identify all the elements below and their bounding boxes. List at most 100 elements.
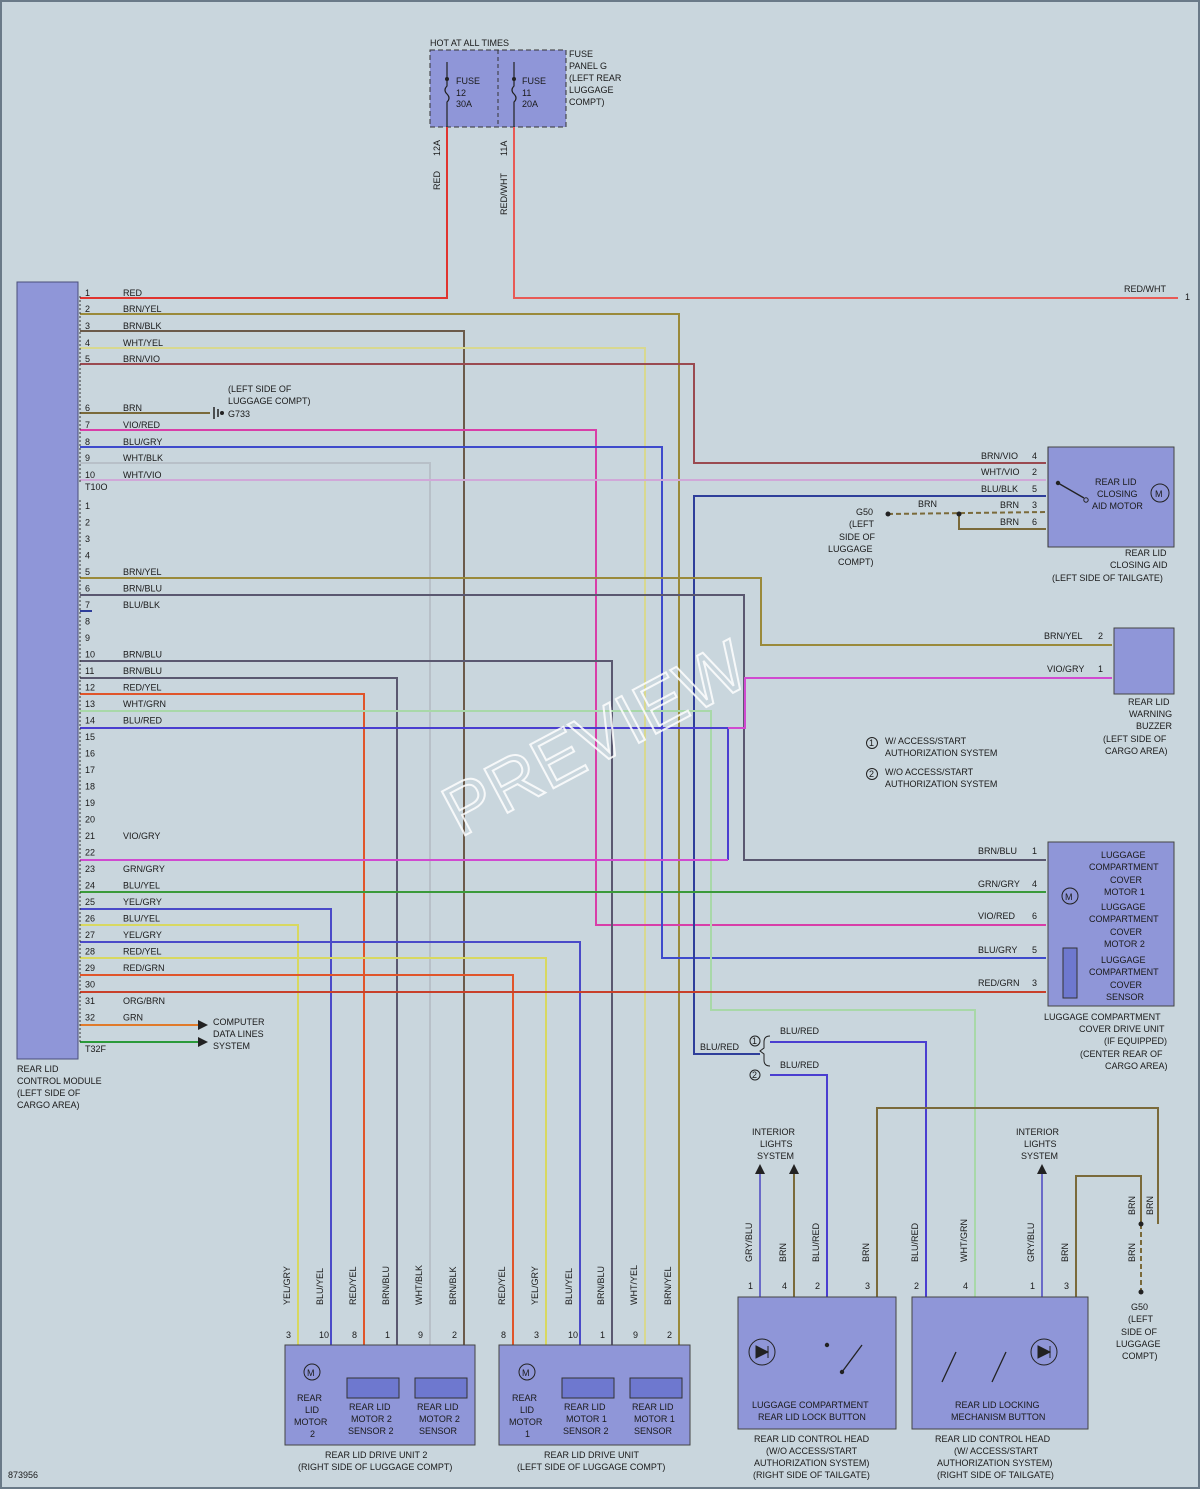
wire-brn-cap-6: [958, 514, 1046, 530]
wire-brn-blk-t10-3: [80, 330, 465, 1345]
du1-pin-wire: RED/YEL: [497, 1266, 507, 1305]
wire-vio-gry-buzzer: [728, 677, 1112, 729]
cover-motor1-4: MOTOR 1: [1104, 887, 1145, 897]
cover-unit-pin-wire: RED/GRN: [978, 978, 1020, 988]
head-wo-pin-wire: BLU/RED: [811, 1222, 821, 1262]
interior-lights-right-3: SYSTEM: [1021, 1151, 1058, 1161]
du1-s1-1: REAR LID: [564, 1402, 606, 1412]
buzzer-pin-wire: BRN/YEL: [1044, 631, 1083, 641]
du2-pin-wire: RED/YEL: [348, 1266, 358, 1305]
module-pin-number: 26: [85, 914, 95, 924]
fuse-11-wire: RED/WHT: [499, 173, 509, 215]
cover-unit-pin-number: 4: [1032, 879, 1037, 889]
document-id: 873956: [8, 1470, 38, 1480]
fuse-panel-name-5: COMPT): [569, 97, 605, 107]
closing-aid-pin-wire: BRN/VIO: [981, 451, 1018, 461]
cover-label-4: (CENTER REAR OF: [1080, 1049, 1163, 1059]
module-pin-number: 10: [85, 650, 95, 660]
buzzer-pin-wire: VIO/GRY: [1047, 664, 1084, 674]
wire-brn-blu-t32-10: [80, 660, 613, 1345]
legend-text-2a: W/O ACCESS/START: [885, 767, 974, 777]
legend: 1 W/ ACCESS/START AUTHORIZATION SYSTEM 2…: [866, 736, 997, 789]
head-wo-label-3: AUTHORIZATION SYSTEM): [754, 1458, 869, 1468]
du2-pin-number: 10: [319, 1330, 329, 1340]
module-pin-number: 13: [85, 699, 95, 709]
du1-s2-2: MOTOR 1: [634, 1414, 675, 1424]
motor-letter-icon: M: [307, 1368, 315, 1378]
module-pin-number: 10: [85, 470, 95, 480]
module-pin-number: 18: [85, 782, 95, 792]
luggage-compartment-cover-drive-unit: M LUGGAGE COMPARTMENT COVER MOTOR 1 LUGG…: [1044, 841, 1175, 1071]
du1-pin-number: 8: [501, 1330, 506, 1340]
closing-aid-pin-number: 3: [1032, 500, 1037, 510]
du2-pin-wire: WHT/BLK: [414, 1265, 424, 1305]
option-1-marker: [749, 1035, 761, 1047]
du2-pin-wire: YEL/GRY: [282, 1266, 292, 1305]
module-label-1: REAR LID: [17, 1064, 59, 1074]
module-pin-number: 8: [85, 617, 90, 627]
module-pin-number: 7: [85, 420, 90, 430]
wire-red-wht-fuse11: [513, 127, 1178, 299]
g50-right-wire-3: BRN: [1127, 1243, 1137, 1262]
wire-red-yel-t32-28: [80, 974, 514, 1345]
interior-lights-right: INTERIOR LIGHTS SYSTEM: [1016, 1127, 1060, 1174]
option-2-number: 2: [752, 1070, 757, 1080]
interior-lights-right-2: LIGHTS: [1024, 1139, 1057, 1149]
legend-marker-2: [866, 768, 878, 780]
cover-motor2-3: COVER: [1110, 927, 1143, 937]
du1-pin-wire: YEL/GRY: [530, 1266, 540, 1305]
fuse-11-symbol: [511, 62, 517, 127]
module-pin-number: 7: [85, 600, 90, 610]
motor-icon: [1150, 483, 1170, 503]
head-wo-label-4: (RIGHT SIDE OF TAILGATE): [753, 1470, 870, 1480]
ground-g733: (LEFT SIDE OF LUGGAGE COMPT) G733: [213, 384, 311, 419]
module-pin-wire-color: YEL/GRY: [123, 897, 162, 907]
du2-s2-2: MOTOR 2: [419, 1414, 460, 1424]
interior-lights-left-2: LIGHTS: [760, 1139, 793, 1149]
blu-red-opt2-label: BLU/RED: [780, 1060, 820, 1070]
module-pin-wire-color: BLU/BLK: [123, 600, 160, 610]
du2-pin-number: 3: [286, 1330, 291, 1340]
computer-data-1: COMPUTER: [213, 1017, 265, 1027]
du1-pin-number: 3: [534, 1330, 539, 1340]
fuse-panel-name-1: FUSE: [569, 49, 593, 59]
rear-lid-control-module: REAR LID CONTROL MODULE (LEFT SIDE OF CA…: [16, 281, 108, 1110]
closing-aid-label-2: CLOSING AID: [1110, 560, 1168, 570]
wire-wht-blk-t10-9: [80, 462, 431, 1345]
module-pin-wire-color: RED/YEL: [123, 947, 162, 957]
head-w-pin-wire: BLU/RED: [910, 1222, 920, 1262]
arrow-right-icon: [198, 1020, 208, 1030]
module-pin-number: 31: [85, 996, 95, 1006]
module-pin-number: 21: [85, 831, 95, 841]
g50-label-3: SIDE OF: [839, 532, 876, 542]
du2-pin-number: 1: [385, 1330, 390, 1340]
module-pin-wire-color: BRN/BLU: [123, 666, 162, 676]
cover-sensor-block: [1062, 947, 1078, 999]
module-pin-number: 12: [85, 683, 95, 693]
wire-vio-red-t10-7: [80, 429, 1046, 926]
module-pin-number: 25: [85, 897, 95, 907]
head-w-pin-wire: GRY/BLU: [1026, 1223, 1036, 1262]
du1-sensor-block: [629, 1377, 683, 1399]
module-pin-wire-color: BRN/VIO: [123, 354, 160, 364]
module-pin-number: 2: [85, 304, 90, 314]
g50-right-label-3: SIDE OF: [1121, 1327, 1158, 1337]
closing-aid-box: [1047, 446, 1175, 548]
rear-lid-drive-unit-1: M REAR LID MOTOR 1 REAR LID MOTOR 1 SENS…: [498, 1344, 691, 1472]
cover-unit-pin-wire: BLU/GRY: [978, 945, 1017, 955]
du2-label-2: (RIGHT SIDE OF LUGGAGE COMPT): [298, 1462, 452, 1472]
du1-sensor2-block: [561, 1377, 615, 1399]
du2-sensor2-block: [346, 1377, 400, 1399]
wire-blu-red-head-wo: [770, 1074, 828, 1297]
module-box: [16, 281, 79, 1060]
legend-marker-1: [866, 737, 878, 749]
cover-unit-pin-wire: GRN/GRY: [978, 879, 1020, 889]
head-wo-pin-wire: GRY/BLU: [744, 1223, 754, 1262]
du2-sensor-block: [414, 1377, 468, 1399]
closing-aid-pin-wire: BRN: [1000, 517, 1019, 527]
module-pin-wire-color: BRN/YEL: [123, 304, 162, 314]
closing-aid-label-1: REAR LID: [1125, 548, 1167, 558]
module-pin-number: 27: [85, 930, 95, 940]
head-wo-label-1: REAR LID CONTROL HEAD: [754, 1434, 870, 1444]
